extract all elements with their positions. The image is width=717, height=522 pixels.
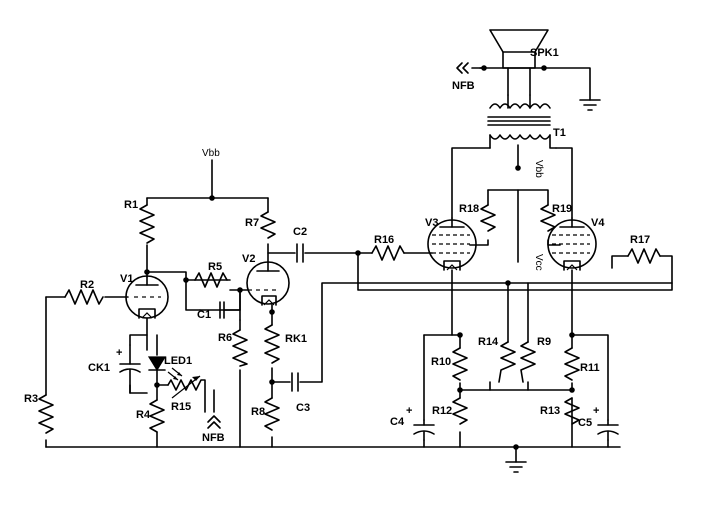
- c5-label: C5: [578, 417, 592, 429]
- spk1-label: SPK1: [530, 47, 559, 59]
- c4-plus-label: +: [406, 405, 412, 417]
- r13-label: R13: [540, 405, 560, 417]
- resistors: [38, 204, 661, 434]
- wires: [45, 67, 673, 463]
- nfb-arrows: [207, 62, 469, 429]
- v4-label: V4: [591, 217, 605, 229]
- c3-capacitor: [291, 372, 299, 392]
- r4-resistor: [149, 399, 165, 433]
- capacitors: [119, 243, 619, 441]
- r6-resistor: [232, 329, 248, 367]
- c1-capacitor: [199, 301, 241, 319]
- led1-label: LED1: [164, 355, 192, 367]
- v3-pentode: [427, 217, 477, 271]
- spk1-speaker: [489, 29, 549, 69]
- t1-label: T1: [553, 127, 566, 139]
- ck1-capacitor: [119, 344, 141, 394]
- labels: Vbb R1 R2 R3 R4 R5 R6 R7 R8 R9 R10 R11 R…: [24, 47, 650, 444]
- r11-resistor: [564, 347, 580, 381]
- r18-resistor: [480, 204, 496, 232]
- r9-resistor: [520, 341, 536, 383]
- ck1-label: CK1: [88, 362, 110, 374]
- r13-resistor: [564, 397, 580, 425]
- r2-resistor: [64, 289, 104, 305]
- r12-label: R12: [432, 405, 452, 417]
- led1-diode: [147, 356, 183, 381]
- c4-label: C4: [390, 416, 405, 428]
- vbb-output-label: Vbb: [533, 160, 544, 178]
- r3-resistor: [38, 394, 54, 434]
- r10-resistor: [452, 347, 468, 381]
- c5-capacitor: [597, 419, 619, 441]
- nfb-top-label: NFB: [452, 80, 475, 92]
- r9-label: R9: [537, 336, 551, 348]
- r5-resistor: [194, 272, 228, 288]
- r14-label: R14: [478, 336, 499, 348]
- r3-label: R3: [24, 393, 38, 405]
- r1-label: R1: [124, 199, 138, 211]
- r7-resistor: [260, 211, 276, 239]
- c2-label: C2: [293, 226, 307, 238]
- nfb-arrow-bottom-icon: [207, 415, 221, 429]
- r16-resistor: [371, 245, 405, 261]
- ground-icon: [505, 461, 527, 473]
- r2-label: R2: [80, 279, 94, 291]
- r10-label: R10: [431, 356, 451, 368]
- nfb-bottom-label: NFB: [202, 432, 225, 444]
- c1-label: C1: [197, 309, 211, 321]
- r8-resistor: [264, 397, 280, 431]
- rk1-label: RK1: [285, 333, 307, 345]
- r4-label: R4: [136, 409, 151, 421]
- ground-icon: [579, 99, 601, 111]
- nfb-arrow-top-icon: [456, 62, 469, 74]
- ck1-plus-label: +: [116, 347, 122, 359]
- v1-triode: [125, 275, 169, 319]
- rk1-resistor: [264, 324, 280, 364]
- v1-label: V1: [120, 273, 133, 285]
- r11-label: R11: [580, 362, 600, 374]
- r19-label: R19: [552, 203, 572, 215]
- vcc-label: Vcc: [533, 254, 544, 271]
- r5-label: R5: [208, 261, 222, 273]
- r6-label: R6: [218, 332, 232, 344]
- c2-capacitor: [296, 243, 304, 263]
- junctions: [144, 65, 575, 450]
- r17-label: R17: [630, 234, 650, 246]
- v2-triode: [246, 261, 290, 306]
- r7-label: R7: [245, 217, 259, 229]
- c3-label: C3: [296, 402, 310, 414]
- v2-label: V2: [242, 253, 255, 265]
- c4-capacitor: [413, 419, 435, 441]
- r14-resistor: [498, 341, 516, 383]
- r17-resistor: [627, 248, 661, 264]
- v4-pentode: [547, 217, 597, 271]
- r8-label: R8: [251, 406, 265, 418]
- tubes: [125, 217, 597, 319]
- c5-plus-label: +: [593, 405, 599, 417]
- v3-label: V3: [425, 217, 438, 229]
- vbb-top-label: Vbb: [202, 148, 220, 159]
- t1-transformer: [487, 94, 557, 149]
- r12-resistor: [452, 397, 468, 425]
- ground-icons: [505, 99, 601, 473]
- r15-label: R15: [171, 401, 191, 413]
- r18-label: R18: [459, 203, 479, 215]
- r16-label: R16: [374, 234, 394, 246]
- r1-resistor: [139, 204, 155, 244]
